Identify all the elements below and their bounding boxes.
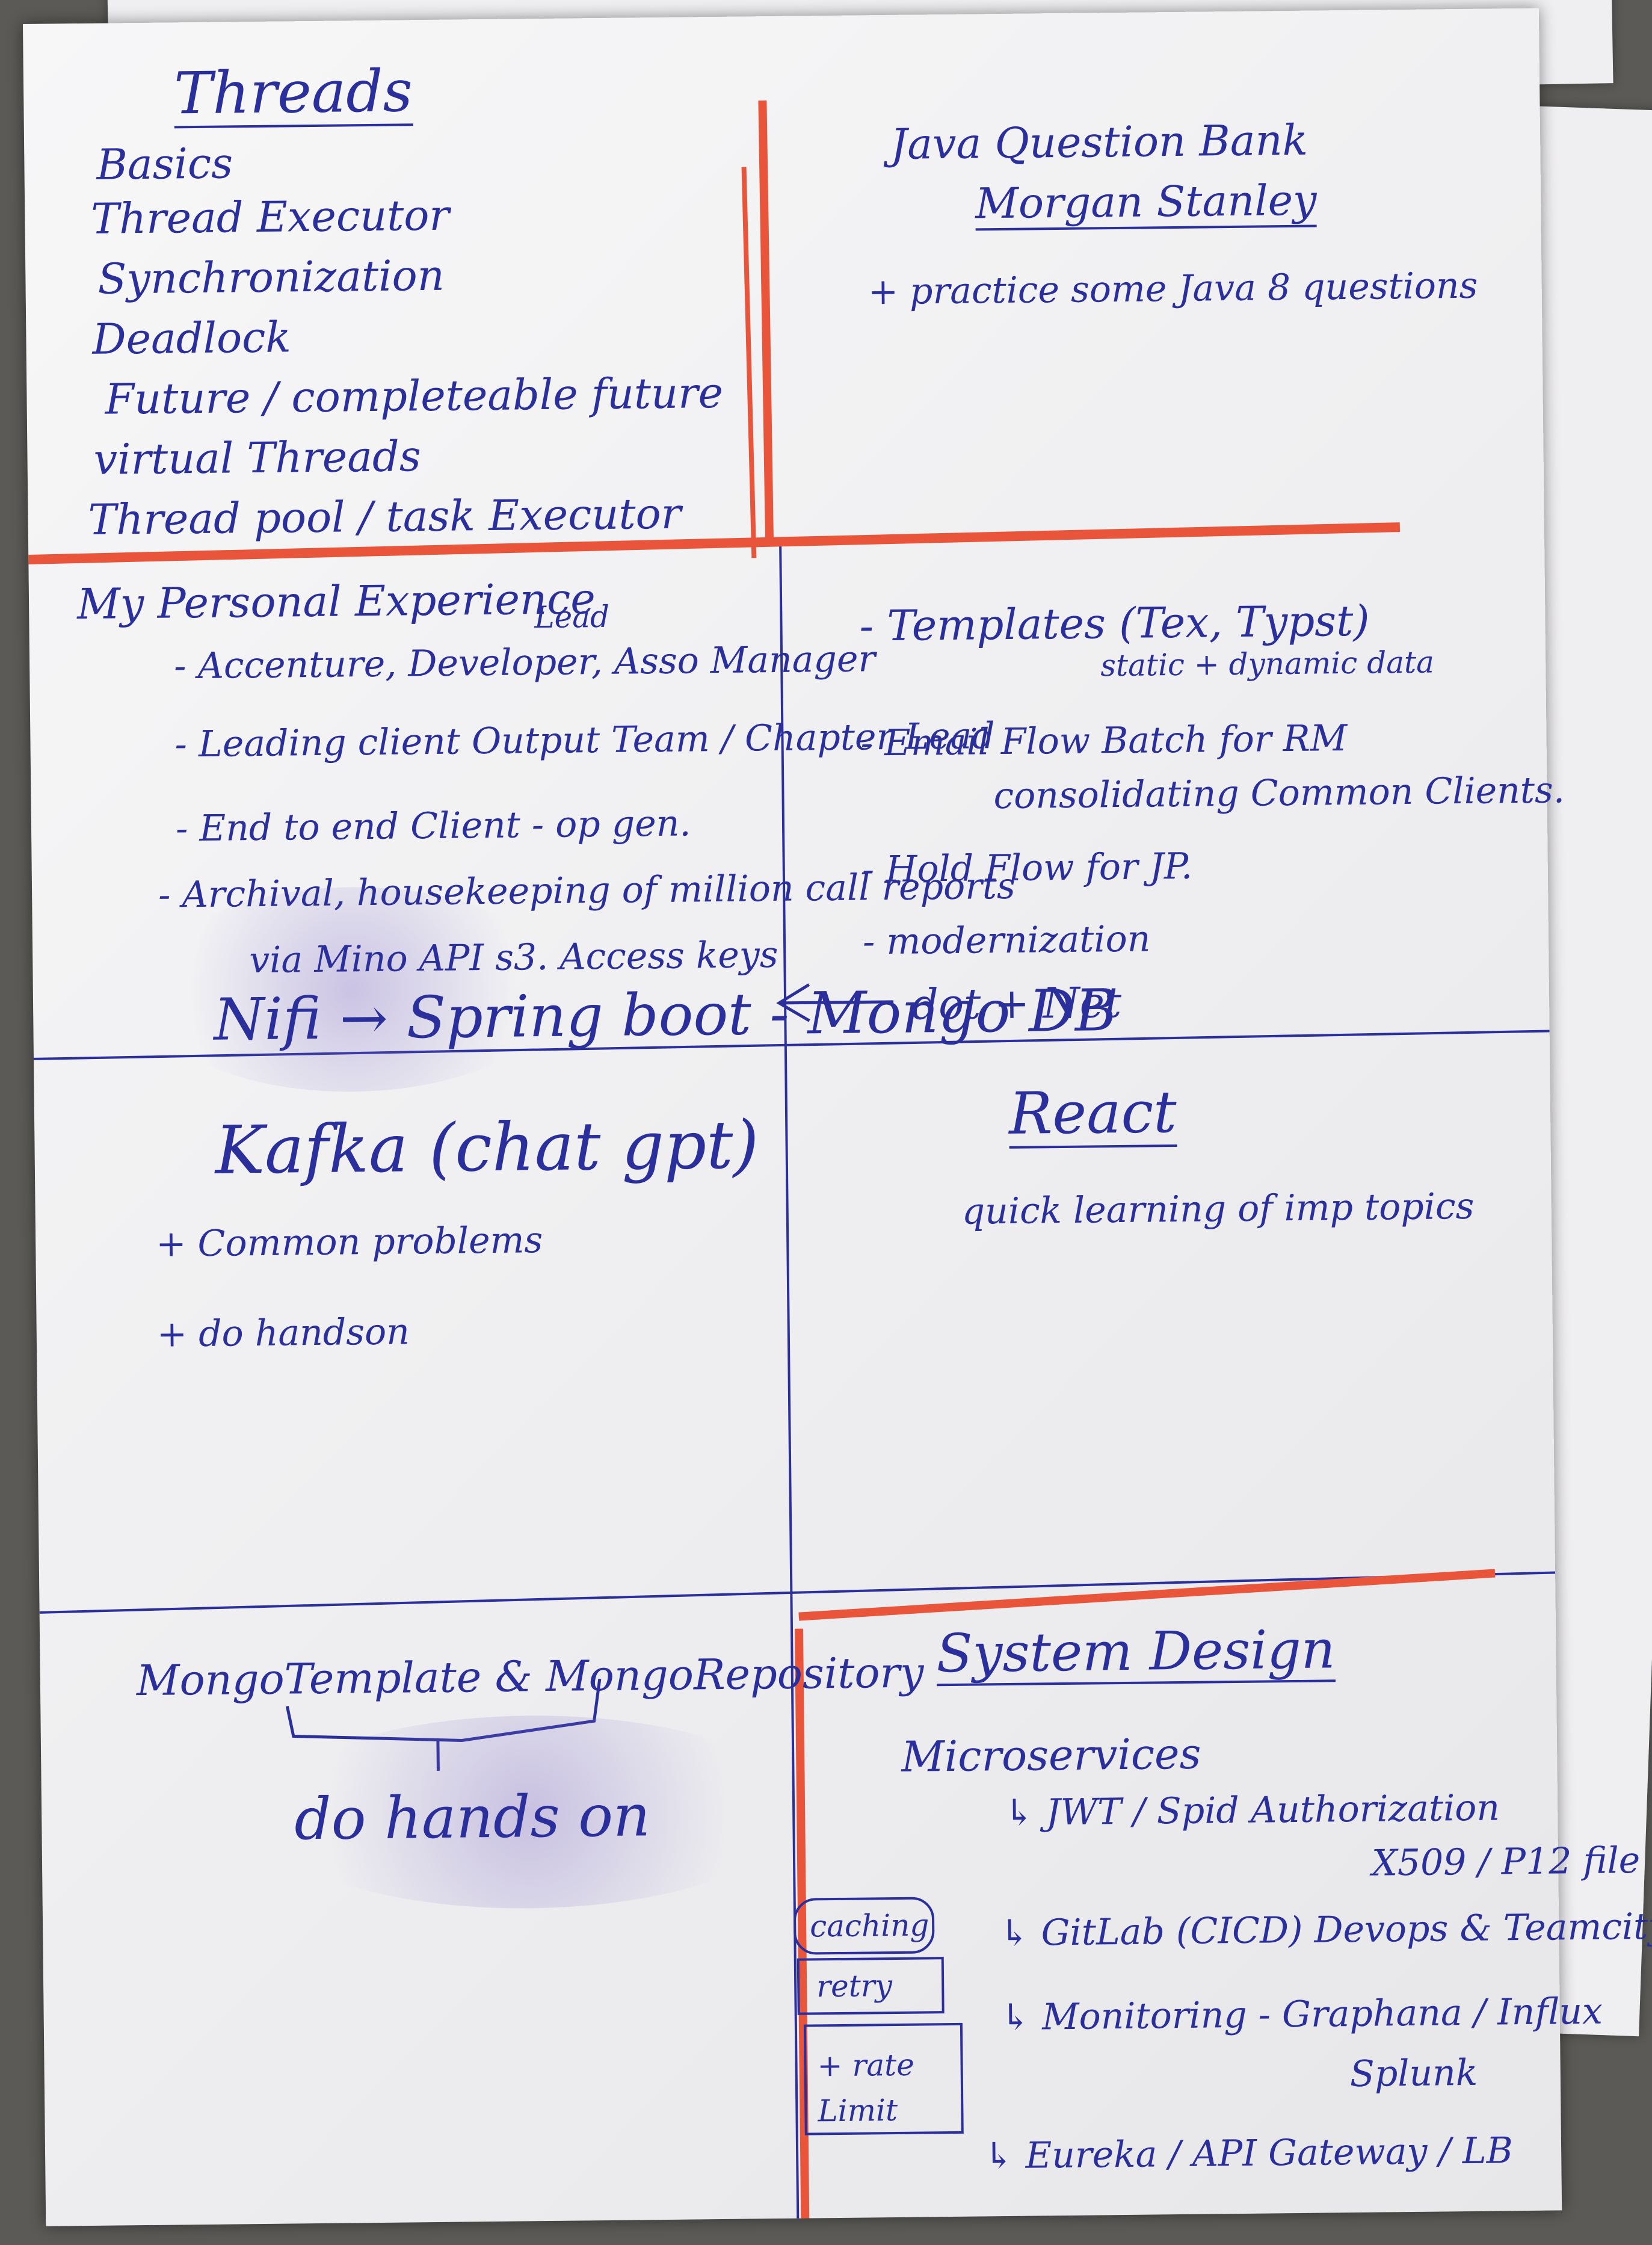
experience-item-1: - Accenture, Developer, Asso Manager [173, 638, 876, 688]
threads-item-4: Deadlock [92, 312, 292, 364]
grid-lines [28, 100, 1556, 2219]
experience-lead-note: Lead [534, 599, 610, 635]
side-box-caching: caching [809, 1907, 929, 1944]
system-design-title: System Design [936, 1618, 1336, 1687]
threads-item-5: Future / completeable future [105, 368, 724, 424]
templates-item-6: - modernization [862, 918, 1151, 963]
mongo-note: do hands on [294, 1782, 651, 1853]
templates-item-1: - Templates (Tex, Typst) [859, 596, 1370, 651]
system-design-item-5: Splunk [1349, 2051, 1478, 2096]
system-design-item-3: ↳ GitLab (CICD) Devops & Teamcity [999, 1905, 1652, 1955]
templates-item-5: - Hold Flow for JP. [861, 845, 1193, 891]
experience-title: My Personal Experience [76, 574, 596, 629]
templates-item-3: - Email Flow Batch for RM [860, 717, 1348, 765]
threads-item-1: Basics [96, 138, 233, 190]
system-design-item-6: ↳ Eureka / API Gateway / LB [983, 2129, 1514, 2178]
java-bank-note: + practice some Java 8 questions [868, 264, 1478, 313]
threads-item-6: virtual Threads [93, 431, 422, 484]
threads-title: Threads [173, 57, 413, 129]
templates-item-4: consolidating Common Clients. [993, 769, 1565, 818]
system-design-item-4: ↳ Monitoring - Graphana / Influx [1000, 1990, 1603, 2039]
templates-item-7: dot + Net [911, 977, 1122, 1030]
threads-item-2: Thread Executor [90, 190, 450, 244]
paper-sheet: Threads Basics Thread Executor Synchroni… [23, 8, 1652, 2226]
react-title: React [1008, 1078, 1177, 1149]
kafka-item-1: + Common problems [155, 1219, 543, 1265]
experience-item-5: via Mino API s3. Access keys [248, 933, 778, 982]
threads-item-7: Thread pool / task Executor [88, 489, 682, 545]
side-box-retry: retry [816, 1968, 893, 2004]
templates-item-2: static + dynamic data [1100, 644, 1435, 684]
java-bank-title: Java Question Bank [890, 115, 1308, 169]
kafka-title: Kafka (chat gpt) [214, 1106, 759, 1189]
java-bank-subtitle: Morgan Stanley [975, 175, 1318, 231]
system-design-item-2: X509 / P12 file [1371, 1839, 1641, 1885]
system-design-item-1: ↳ JWT / Spid Authorization [1003, 1786, 1500, 1835]
threads-item-3: Synchronization [97, 250, 445, 304]
experience-item-3: - End to end Client - op gen. [175, 802, 691, 850]
kafka-item-2: + do handson [156, 1311, 410, 1356]
react-note: quick learning of imp topics [961, 1185, 1475, 1233]
side-box-rate-limit: + rate Limit [817, 2047, 915, 2129]
system-design-sub: Microservices [901, 1729, 1201, 1782]
mongo-title: MongoTemplate & MongoRepository [136, 1647, 924, 1706]
